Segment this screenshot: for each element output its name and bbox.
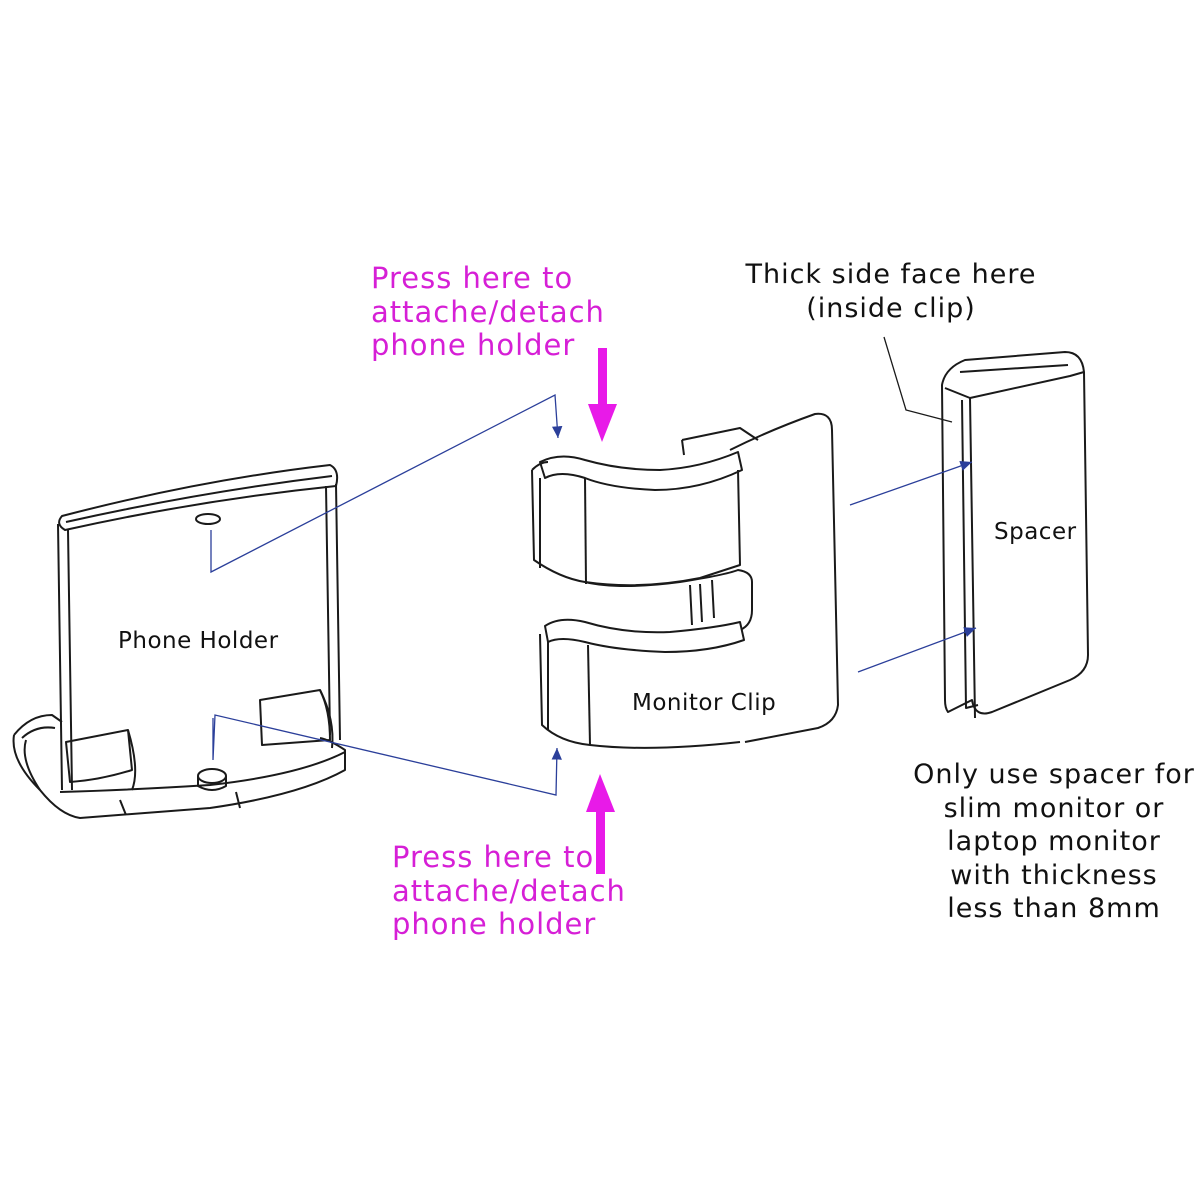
press-callout-bottom-line-1: Press here to	[392, 840, 595, 874]
arrow-down-icon	[588, 348, 617, 442]
spacer-drawing	[941, 351, 1089, 719]
press-callout-bottom: Press here to attache/detach phone holde…	[392, 840, 626, 942]
phone-holder-drawing	[12, 464, 346, 819]
thick-side-leader	[883, 336, 953, 423]
spacer-label: Spacer	[994, 519, 1077, 545]
spacer-note-line-1: Only use spacer for	[913, 759, 1195, 790]
press-callout-top-line-1: Press here to	[371, 261, 574, 295]
press-callout-bottom-line-2: attache/detach	[392, 873, 626, 908]
phone-holder-label: Phone Holder	[118, 628, 279, 654]
arrow-up-icon	[586, 774, 615, 874]
thick-side-callout-line-2: (inside clip)	[806, 292, 976, 324]
spacer-note-line-4: with thickness	[950, 859, 1158, 891]
press-callout-bottom-line-3: phone holder	[392, 907, 597, 941]
press-callout-top-line-3: phone holder	[371, 328, 576, 362]
press-callout-top: Press here to attache/detach phone holde…	[371, 261, 605, 363]
spacer-note-line-2: slim monitor or	[943, 792, 1165, 824]
monitor-clip-label: Monitor Clip	[632, 690, 777, 716]
spacer-note: Only use spacer for slim monitor or lapt…	[906, 758, 1200, 926]
spacer-note-line-3: laptop monitor	[947, 826, 1161, 857]
spacer-note-line-5: less than 8mm	[947, 893, 1161, 924]
leader-lines	[210, 393, 977, 796]
thick-side-callout: Thick side face here (inside clip)	[736, 258, 1046, 325]
press-callout-top-line-2: attache/detach	[371, 294, 605, 329]
monitor-clip-drawing	[531, 412, 839, 749]
thick-side-callout-line-1: Thick side face here	[745, 259, 1037, 290]
